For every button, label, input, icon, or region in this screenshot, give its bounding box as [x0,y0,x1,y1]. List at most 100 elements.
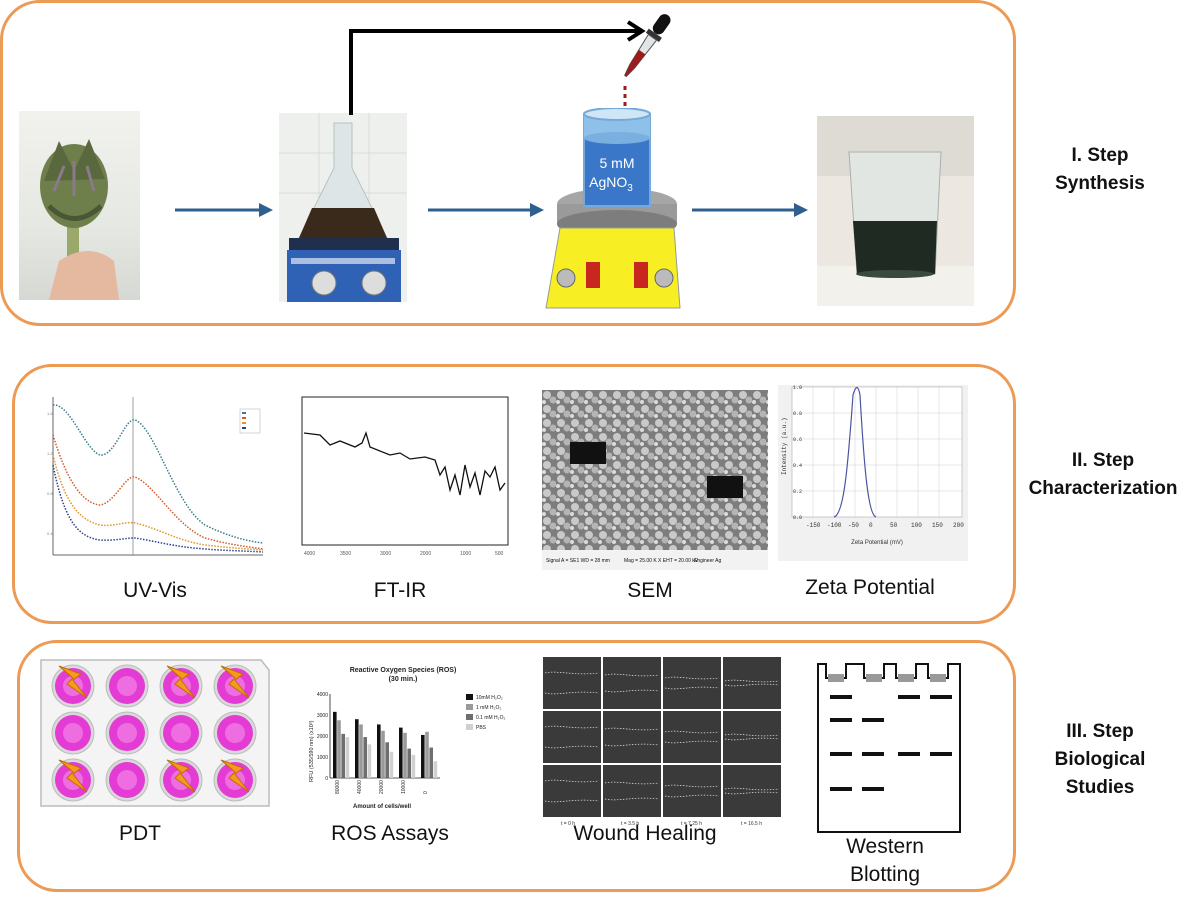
svg-text:0.4: 0.4 [47,531,53,536]
svg-text:0.8: 0.8 [47,491,53,496]
step-2-title: Characterization [1028,478,1178,499]
ros-bar [385,742,389,778]
step-1-label: I. Step Synthesis [1030,142,1170,198]
wound-image [603,765,661,817]
ros-bar [341,733,345,778]
western-blot-diagram [817,663,961,833]
characterization-panel [12,364,1016,624]
ft-ir-caption: FT-IR [373,579,427,602]
wound-image [723,657,781,709]
wound-edge-bottom [544,691,600,695]
zeta-x-tick: -150 [806,522,821,529]
western-blotting-caption: Western Blotting [820,833,950,889]
ros-x-tick: 80000 [335,780,341,794]
ros-y-tick: 4000 [317,692,328,698]
uv-vis-caption: UV-Vis [123,579,187,602]
wound-image [663,711,721,763]
sem-caption: SEM [627,579,673,602]
wound-edge-top [604,727,660,731]
sem-footer-mag: Mag = 25.00 K X EHT = 20.00 kV [624,558,699,564]
ros-bar [411,754,416,778]
step-3-title-line2: Studies [1065,777,1135,798]
ros-legend-label: 0.1 mM H₂O₂ [476,715,506,721]
wound-edge-bottom [724,791,780,795]
light-bolt-icon [166,759,196,793]
ros-chart-title-line2: (30 min.) [389,676,418,683]
well-center [117,676,137,696]
svg-text:3000: 3000 [380,551,391,557]
western-caption-line1: Western [846,835,924,858]
zeta-y-tick: 1.0 [793,385,802,391]
wound-image [543,711,601,763]
wound-edge-bottom [544,745,600,749]
wound-edge-top [544,671,600,675]
well-center [117,723,137,743]
biological-panel [17,640,1016,892]
ros-bar-chart: Reactive Oxygen Species (ROS) (30 min.) … [309,667,506,810]
ros-legend-swatch [466,714,473,720]
ros-x-tick: 10000 [401,780,407,794]
ros-chart-ylabel: RFU (535/590 nm) (x10³) [309,720,315,782]
step-3-label: III. Step Biological Studies [1030,718,1170,802]
ros-y-tick: 2000 [317,734,328,740]
ros-bar [429,747,433,778]
ros-chart-xlabel: Amount of cells/well [353,804,411,810]
ros-legend-swatch [466,704,473,710]
ros-bar [359,724,363,778]
svg-text:1.2: 1.2 [47,451,53,456]
svg-text:1000: 1000 [460,551,471,557]
wound-edge-bottom [544,799,600,803]
light-bolt-icon [166,665,196,699]
flow-arrow-2 [428,203,544,217]
wound-edge-top [664,730,720,734]
zeta-xlabel: Zeta Potential (mV) [851,540,903,546]
ros-y-tick: 0 [325,776,328,782]
sem-footer-signal: Signal A = SE1 WD = 28 mm [546,558,610,564]
ros-bar [345,737,350,778]
svg-text:3500: 3500 [340,551,351,557]
ros-bar [433,761,438,778]
ros-bar [399,727,403,778]
ros-bar [425,731,429,778]
ros-bar [403,732,407,778]
ros-bar [355,719,359,778]
wound-edge-top [604,781,660,785]
beaker-label-concentration: 5 mM [600,155,635,171]
wound-time-label: t = 7.25 h [681,821,702,827]
wound-time-label: t = 16.5 h [741,821,762,827]
flask-on-stirrer-photo [279,113,407,302]
ros-chart-title-line1: Reactive Oxygen Species (ROS) [350,667,457,674]
zeta-x-tick: 150 [932,522,943,529]
western-caption-line2: Blotting [849,863,921,886]
wound-edge-top [664,784,720,788]
beaker-label-subscript: 3 [627,183,633,194]
zeta-y-tick: 0.4 [793,463,802,469]
svg-text:2000: 2000 [420,551,431,557]
wound-edge-top [724,733,780,737]
wound-image [603,657,661,709]
zeta-x-tick: 200 [953,522,964,529]
ros-legend-label: 10mM H₂O₂ [476,695,503,701]
wound-time-label: t = 0 h [561,821,575,827]
zeta-x-tick: 0 [869,522,873,529]
wound-edge-top [724,679,780,683]
svg-text:500: 500 [495,551,504,557]
zeta-x-tick: 50 [890,522,898,529]
ros-bar [363,737,367,778]
ros-y-tick: 1000 [317,755,328,761]
artichoke-photo [19,111,140,300]
beaker-label-compound: AgNO [589,174,627,190]
zeta-potential-plot: Intensity (a.u.) Zeta Potential (mV) -15… [778,385,968,561]
light-bolt-icon [58,759,88,793]
wound-edge-bottom [664,740,720,744]
ros-bar [389,751,394,778]
dropper-icon [623,14,671,108]
wound-image [663,657,721,709]
wound-edge-bottom [664,794,720,798]
agno3-beaker-hotplate: 5 mM AgNO3 [545,108,681,309]
ros-bar [367,744,372,778]
zeta-y-tick: 0.6 [793,437,802,443]
wound-edge-bottom [724,683,780,687]
